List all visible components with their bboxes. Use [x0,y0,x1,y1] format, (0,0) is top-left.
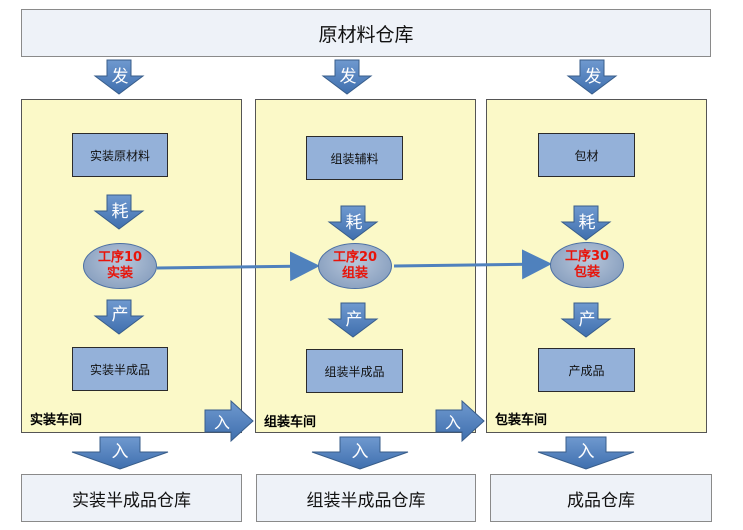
operation-20: 工序20 组装 [318,243,392,289]
output-box-mounting: 实装半成品 [72,347,168,391]
operation-30: 工序30 包装 [550,242,624,288]
produce-label-3: 产 [578,310,596,330]
operation-10-number: 工序10 [97,250,143,265]
operation-20-name: 组装 [341,266,368,281]
consume-arrow-2 [327,205,379,241]
input-box-assembly: 组装辅料 [306,136,403,180]
consume-arrow-1 [93,194,145,230]
enter-label-down-3: 入 [577,442,595,462]
workshop-label-assembly: 组装车间 [264,415,317,430]
consume-label-3: 耗 [578,213,596,233]
produce-arrow-3 [560,302,612,338]
produce-label-1: 产 [111,305,129,325]
raw-material-warehouse: 原材料仓库 [21,9,711,57]
operation-10-name: 实装 [106,266,133,281]
consume-label-2: 耗 [345,213,363,233]
input-box-packaging: 包材 [538,133,635,177]
flow-line-1 [156,251,320,282]
warehouse-assembly-semi: 组装半成品仓库 [256,474,476,522]
warehouse-finished: 成品仓库 [490,474,712,522]
warehouse-mounting-semi: 实装半成品仓库 [21,474,242,522]
enter-label-right-1: 入 [213,413,230,432]
enter-label-right-2: 入 [444,413,461,432]
enter-arrow-down-3 [537,436,635,470]
enter-label-down-2: 入 [351,442,369,462]
enter-arrow-down-1 [71,436,169,470]
enter-arrow-down-2 [311,436,409,470]
workshop-label-packaging: 包装车间 [495,413,548,428]
consume-label-1: 耗 [111,202,129,222]
issue-arrow-3 [566,59,618,95]
issue-label-3: 发 [584,67,602,87]
issue-arrow-1 [93,59,145,95]
enter-arrow-right-1 [204,399,254,443]
consume-arrow-3 [560,205,612,241]
operation-30-number: 工序30 [564,249,610,264]
output-box-packaging: 产成品 [538,348,635,392]
produce-label-2: 产 [345,310,363,330]
operation-10: 工序10 实装 [83,243,157,289]
issue-label-1: 发 [111,67,129,87]
operation-30-name: 包装 [573,265,600,280]
input-box-mounting: 实装原材料 [72,133,168,177]
produce-arrow-1 [93,299,145,335]
operation-20-number: 工序20 [332,250,378,265]
issue-arrow-2 [321,59,373,95]
produce-arrow-2 [327,302,379,338]
enter-label-down-1: 入 [111,442,129,462]
enter-arrow-right-2 [435,399,485,443]
workshop-label-mounting: 实装车间 [30,413,83,428]
output-box-assembly: 组装半成品 [306,349,403,393]
issue-label-2: 发 [339,67,357,87]
flow-line-2 [393,249,552,280]
